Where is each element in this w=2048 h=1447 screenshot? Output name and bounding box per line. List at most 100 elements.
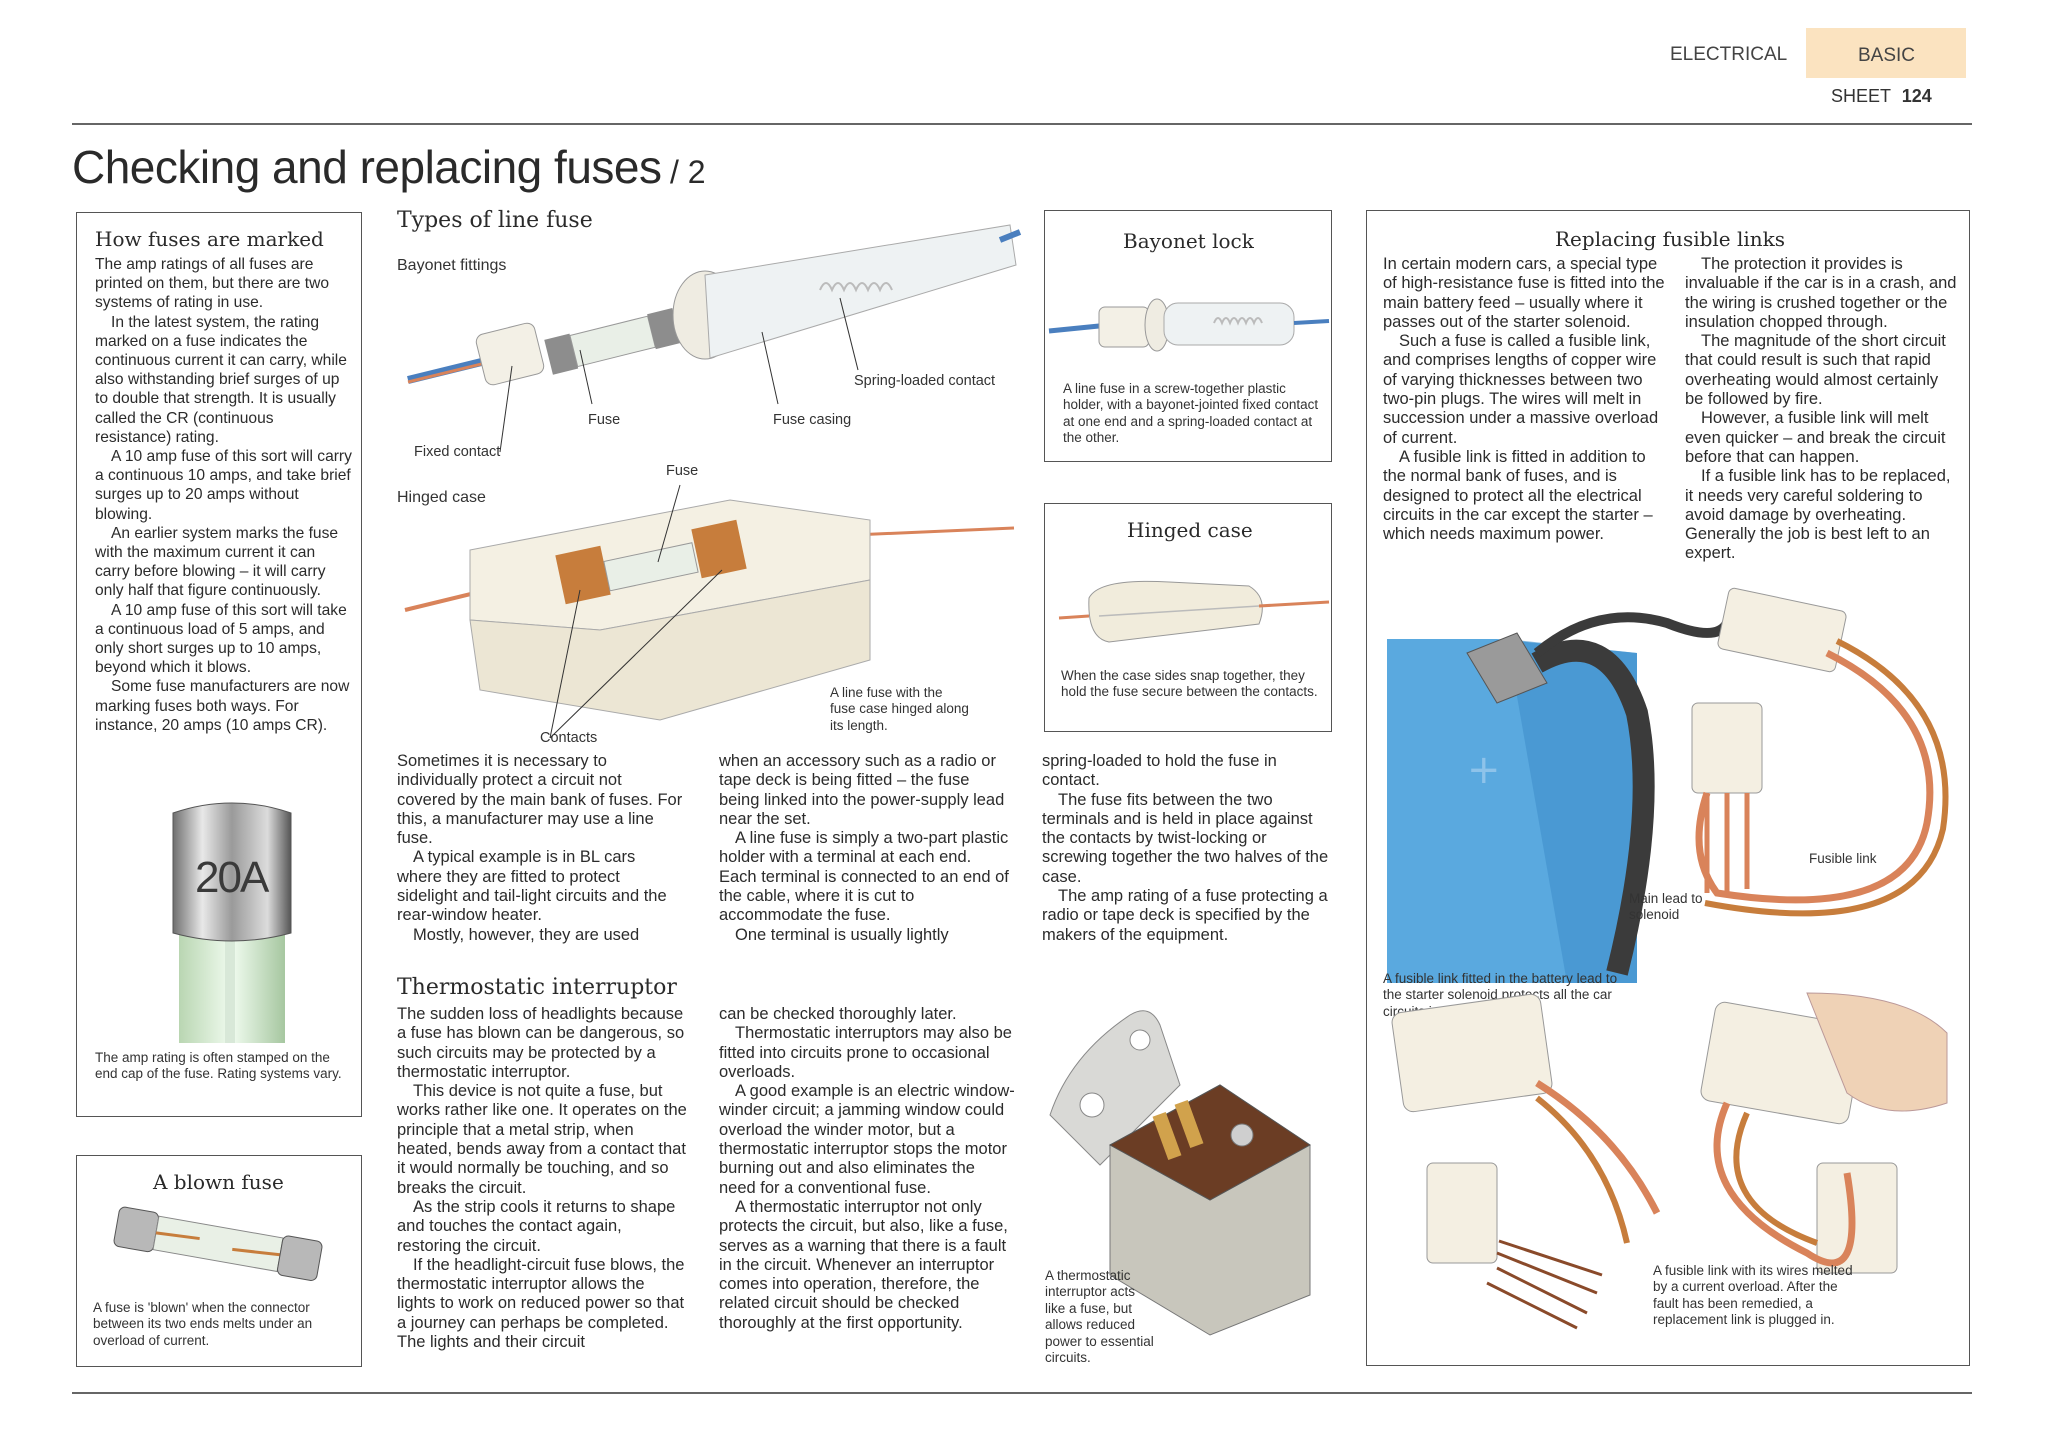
line-fuse-text-col2: when an accessory such as a radio or tap…: [719, 752, 1011, 945]
spring-coil: [819, 282, 893, 293]
blown-fuse-melted-wire: [155, 1231, 281, 1257]
thermostatic-para: If the headlight-circuit fuse blows, the…: [397, 1255, 685, 1352]
section-label: ELECTRICAL: [1670, 44, 1788, 65]
hc-seam: [1098, 605, 1260, 617]
plug-middle: [1691, 702, 1763, 794]
mf-wire-a: [1535, 1080, 1661, 1215]
fuse-casing-body: [704, 224, 1017, 359]
mf-wire-c: [1713, 1101, 1856, 1267]
battery-plus-sign: +: [1467, 747, 1501, 793]
thermostatic-para: can be checked thoroughly later.: [719, 1005, 957, 1023]
how-fuses-para: An earlier system marks the fuse with th…: [95, 524, 339, 600]
blown-fuse-box: A blown fuse A fuse is 'blown' when the …: [76, 1155, 362, 1367]
hc-wire-left: [1058, 614, 1090, 620]
hinged-case-illustration: [404, 484, 1015, 739]
blown-fuse-caption: A fuse is 'blown' when the connector bet…: [93, 1300, 313, 1348]
line-fuse-para: The amp rating of a fuse protecting a ra…: [1042, 887, 1328, 944]
bayonet-fittings-illustration: [407, 224, 1022, 453]
ti-bracket-hole-a: [1079, 1092, 1105, 1118]
fusible-para: Such a fuse is called a fusible link, an…: [1383, 332, 1659, 447]
mf-plug-left: [1391, 993, 1553, 1113]
plug-top: [1717, 587, 1847, 673]
level-tab: [1806, 28, 1966, 78]
hinged-case-box: Hinged case When the case sides snap tog…: [1044, 503, 1332, 732]
thermostatic-para: A good example is an electric window-win…: [719, 1082, 1015, 1197]
fuse-cap-b: [647, 307, 682, 350]
how-fuses-para: A 10 amp fuse of this sort will take a c…: [95, 601, 347, 677]
page-title-part: / 2: [669, 154, 706, 190]
ti-terminal-b: [1174, 1099, 1204, 1149]
label-fusible-link: Fusible link: [1809, 851, 1877, 866]
mf-melted-ends: [1486, 1239, 1603, 1330]
label-fuse-top: Fuse: [666, 463, 699, 479]
fusible-para: However, a fusible link will melt even q…: [1685, 409, 1946, 466]
blown-fuse-illustration: [113, 1206, 323, 1281]
bayonet-fittings-heading: Bayonet fittings: [397, 257, 507, 274]
how-fuses-marked-text: The amp ratings of all fuses are printed…: [95, 255, 353, 735]
fuse-stamp: 20A: [195, 853, 269, 902]
how-fuses-para: In the latest system, the rating marked …: [95, 313, 347, 446]
label-main-lead: Main lead to solenoid: [1629, 891, 1703, 923]
fusible-para: If a fusible link has to be replaced, it…: [1685, 467, 1951, 563]
how-fuses-para: The amp ratings of all fuses are printed…: [95, 256, 330, 312]
battery-side-shade: [1507, 639, 1637, 983]
leader-spring: [839, 297, 859, 371]
fixed-contact-holder: [475, 322, 545, 386]
line-fuse-text-col1: Sometimes it is necessary to individuall…: [397, 752, 683, 945]
melted-fusible-illustration: [1391, 992, 1948, 1330]
blown-fuse-title: A blown fuse: [153, 1170, 284, 1194]
bl-wire-right: [1293, 319, 1330, 325]
thermostatic-para: A thermostatic interruptor not only prot…: [719, 1197, 1008, 1332]
bl-casing: [1163, 302, 1295, 346]
hinged-case-title: Hinged case: [1127, 518, 1253, 542]
leader-fuse: [579, 349, 593, 405]
ti-bracket: [1049, 1010, 1181, 1166]
line-fuse-para: Mostly, however, they are used: [413, 925, 640, 944]
leader-fuse-top: [657, 484, 681, 563]
main-lead-cable: [1531, 639, 1655, 976]
thermostatic-title: Thermostatic interruptor: [397, 975, 677, 1000]
bayonet-lock-illustration: [1048, 298, 1330, 352]
wire-to-plug: [1533, 612, 1732, 657]
thermostatic-text-col2: can be checked thoroughly later. Thermos…: [719, 1005, 1015, 1333]
fuse-cap-a: [544, 333, 579, 375]
sheet-label: SHEET 124: [1831, 86, 1932, 107]
sheet-number: 124: [1901, 86, 1932, 106]
wire-right: [998, 229, 1022, 243]
how-fuses-para: A 10 amp fuse of this sort will carry a …: [95, 448, 352, 523]
ti-bracket-hole-b: [1129, 1029, 1151, 1051]
hc-wire-right: [1258, 600, 1330, 608]
top-rule: [72, 123, 1972, 125]
fusible-title: Replacing fusible links: [1555, 227, 1786, 251]
fuse-glass-body: [569, 315, 656, 368]
hinged-case-front: [469, 579, 871, 721]
mf-plug-bottom-right: [1816, 1162, 1898, 1274]
line-fuse-para: The fuse fits between the two terminals …: [1042, 790, 1329, 886]
page-title: Checking and replacing fuses / 2: [72, 140, 706, 194]
fusible-wires-a: [1695, 649, 1934, 904]
page-title-main: Checking and replacing fuses: [72, 141, 662, 193]
fusible-text-col2: The protection it provides is invaluable…: [1685, 255, 1961, 564]
thermostatic-illustration: [1049, 1010, 1311, 1336]
fuse-endcap-illustration: [172, 802, 292, 1043]
fusible-wires-b: [1704, 638, 1949, 917]
hinged-case-heading: Hinged case: [397, 489, 486, 506]
fusible-para: The magnitude of the short circuit that …: [1685, 332, 1946, 409]
line-fuse-para: Sometimes it is necessary to individuall…: [397, 752, 683, 848]
label-fixed-contact: Fixed contact: [414, 444, 501, 460]
bayonet-lock-box: Bayonet lock A line fuse in a screw-toge…: [1044, 210, 1332, 462]
line-fuse-para: One terminal is usually lightly: [735, 925, 949, 944]
how-fuses-caption: The amp rating is often stamped on the e…: [95, 1050, 342, 1082]
mf-wire-b: [1535, 1095, 1630, 1244]
fusible-text-col1: In certain modern cars, a special type o…: [1383, 255, 1667, 544]
bl-holder-left: [1098, 306, 1150, 348]
hinged-fuse: [603, 542, 699, 592]
bl-spring: [1213, 317, 1263, 326]
leader-contacts-b: [549, 569, 723, 739]
line-fuse-para: spring-loaded to hold the fuse in contac…: [1042, 752, 1277, 790]
how-fuses-para: Some fuse manufacturers are now marking …: [95, 678, 350, 734]
line-fuse-para: A typical example is in BL cars where th…: [397, 848, 667, 925]
terminal-clamp: [1466, 632, 1548, 704]
leader-fuse-casing: [761, 331, 779, 405]
thermostatic-para: This device is not quite a fuse, but wor…: [397, 1082, 687, 1197]
